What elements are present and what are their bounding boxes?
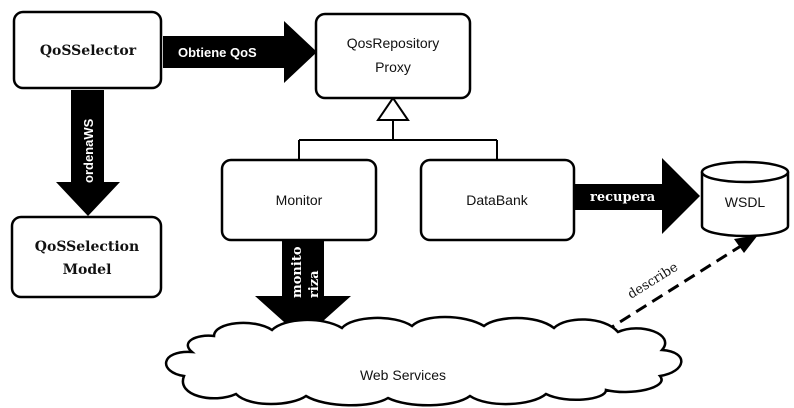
edge-ordena-ws: ordenaWS	[56, 90, 120, 216]
web-services-cloud	[164, 315, 683, 407]
qos-repository-proxy-label-line1: QosRepository	[347, 35, 440, 51]
wsdl-label: WSDL	[725, 194, 766, 210]
obtiene-qos-label: Obtiene QoS	[178, 45, 257, 60]
edge-recupera: recupera	[574, 158, 700, 234]
monitor-label: Monitor	[276, 192, 323, 208]
web-services-label: Web Services	[360, 367, 446, 383]
edge-generalization	[298, 96, 498, 160]
node-databank: DataBank	[419, 158, 576, 242]
recupera-label: recupera	[590, 190, 656, 205]
monitoriza-label-line2: riza	[307, 270, 322, 298]
node-qos-selector: QoSSelector	[12, 10, 163, 90]
edge-describe: describe	[603, 235, 758, 334]
monitoriza-label-line1: monito	[290, 246, 305, 298]
recupera-arrow	[574, 158, 700, 234]
qos-selection-model-label-line1: QoSSelection	[35, 239, 139, 255]
describe-label: describe	[625, 260, 681, 303]
qos-selector-label: QoSSelector	[40, 43, 137, 59]
node-wsdl: WSDL	[700, 160, 790, 238]
ordena-ws-label: ordenaWS	[81, 118, 96, 183]
describe-dashed-line	[603, 242, 745, 334]
describe-arrowhead	[734, 235, 758, 253]
obtiene-qos-arrow	[163, 21, 317, 83]
node-monitor: Monitor	[220, 158, 378, 242]
qos-selection-model-label-line2: Model	[63, 262, 112, 278]
wsdl-cylinder-top	[700, 160, 790, 184]
wsdl-cylinder-body	[700, 172, 790, 238]
node-qos-selection-model: QoSSelection Model	[10, 215, 163, 299]
monitoriza-arrow	[255, 237, 351, 339]
node-web-services: Web Services	[164, 315, 683, 407]
ordena-ws-arrow	[56, 90, 120, 216]
qos-repository-proxy-label-line2: Proxy	[375, 59, 411, 75]
node-qos-repository-proxy: QosRepository Proxy	[314, 12, 472, 100]
generalization-triangle	[376, 96, 410, 121]
databank-label: DataBank	[466, 192, 528, 208]
edge-monitoriza: monito riza	[255, 237, 351, 339]
edge-obtiene-qos: Obtiene QoS	[163, 21, 317, 83]
